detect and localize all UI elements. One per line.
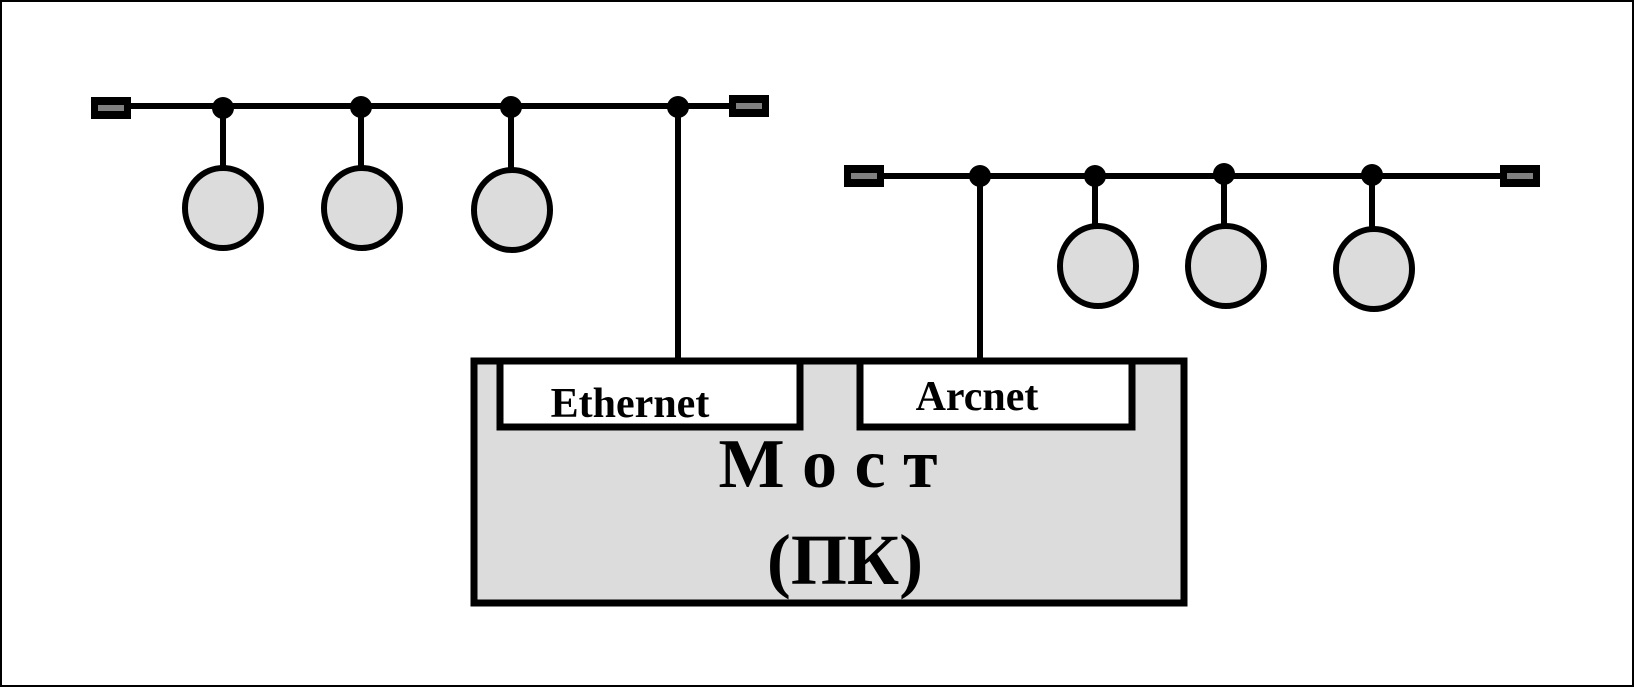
ethernet-workstation-1 <box>182 97 264 251</box>
bridge-subtitle: (ПК) <box>767 520 923 600</box>
workstation-node <box>1333 226 1415 312</box>
arcnet-adapter-label: Arcnet <box>916 374 1039 420</box>
ethernet-terminator-left <box>91 97 131 119</box>
ethernet-adapter <box>496 357 804 431</box>
ethernet-uplink <box>667 96 689 362</box>
junction-dot <box>667 96 689 118</box>
workstation-node <box>471 167 553 253</box>
workstation-node <box>321 165 403 251</box>
arcnet-workstation-1 <box>1057 165 1139 309</box>
junction-dot <box>969 165 991 187</box>
workstation-node <box>1057 223 1139 309</box>
ethernet-terminator-right <box>729 95 769 117</box>
arcnet-adapter <box>856 357 1136 431</box>
ethernet-segment <box>91 95 769 362</box>
junction-dot <box>350 96 372 118</box>
ethernet-workstation-3 <box>471 96 553 253</box>
arcnet-uplink <box>969 165 991 362</box>
arcnet-terminator-left <box>844 165 884 187</box>
arcnet-workstation-3 <box>1333 164 1415 312</box>
workstation-node <box>1185 223 1267 309</box>
junction-dot <box>500 96 522 118</box>
ethernet-adapter-label: Ethernet <box>551 381 710 427</box>
workstation-node <box>182 165 264 251</box>
ethernet-workstation-2 <box>321 96 403 251</box>
junction-dot <box>212 97 234 119</box>
junction-dot <box>1084 165 1106 187</box>
bridge-pc: Ethernet Arcnet М о с т (ПК) <box>470 357 1188 607</box>
arcnet-segment <box>844 163 1540 362</box>
arcnet-terminator-right <box>1500 165 1540 187</box>
junction-dot <box>1361 164 1383 186</box>
junction-dot <box>1213 163 1235 185</box>
arcnet-workstation-2 <box>1185 163 1267 309</box>
bridge-title: М о с т <box>718 426 937 503</box>
